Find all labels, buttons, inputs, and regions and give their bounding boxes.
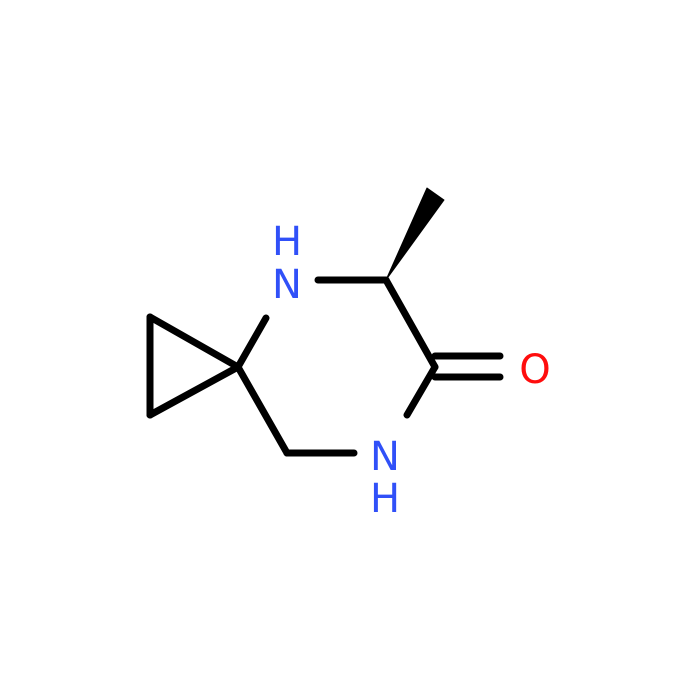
atom-labels: H N N H O bbox=[272, 219, 551, 522]
oxygen-label: O bbox=[519, 347, 550, 393]
bond-cp-bottom-to-spiro bbox=[146, 363, 242, 419]
bond-cp-top-to-spiro bbox=[146, 313, 242, 371]
nitrogen-top-label: N bbox=[272, 262, 302, 308]
nitrogen-bottom-h-label: H bbox=[370, 476, 400, 522]
wedge-bond-methyl bbox=[385, 187, 445, 281]
bond-spiro-to-n-top bbox=[234, 314, 270, 371]
bond-ch-to-carbonyl bbox=[382, 276, 439, 371]
nitrogen-bottom-label: N bbox=[370, 434, 400, 480]
bonds bbox=[146, 187, 504, 457]
bond-carbonyl-to-n-bottom bbox=[403, 363, 439, 419]
nitrogen-top-h-label: H bbox=[272, 219, 302, 265]
bond-ch2-to-spiro bbox=[234, 363, 291, 457]
